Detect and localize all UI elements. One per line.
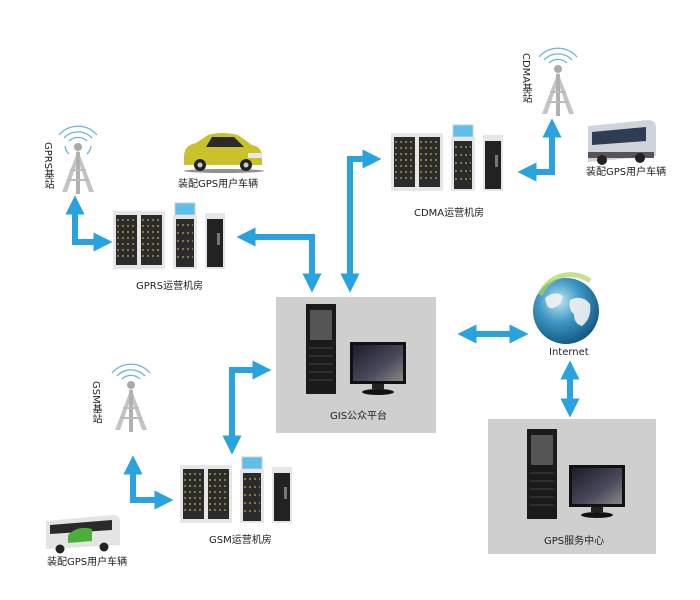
arrow-gsm-station-room (123, 455, 174, 510)
gprs-station-label: GPRS基站 (42, 142, 53, 190)
gsm-room-label: GSM运营机房 (209, 535, 272, 546)
gsm-station-label: GSM基站 (90, 381, 101, 424)
arrow-gprs-station-room (65, 195, 113, 252)
internet-label: Internet (549, 347, 589, 358)
car-icon (184, 133, 264, 173)
cell-tower-icon (111, 363, 151, 432)
server-monitor-icon (527, 429, 625, 519)
server-rack-icon (180, 456, 292, 523)
arrows (65, 118, 580, 510)
arrow-cdma-room-gis (340, 149, 382, 293)
cdma-vehicle-label: 装配GPS用户车辆 (586, 167, 667, 178)
cell-tower-icon (58, 125, 98, 194)
arrow-gprs-room-gis (236, 227, 322, 293)
arrow-gsm-room-gis (222, 360, 272, 455)
cdma-station-label: CDMA基站 (520, 53, 531, 104)
cdma-room-label: CDMA运营机房 (414, 208, 485, 219)
server-rack-icon (391, 124, 503, 191)
gis-platform-label: GIS公众平台 (330, 411, 388, 422)
cell-tower-icon (538, 47, 578, 116)
gsm-vehicle-label: 装配GPS用户车辆 (47, 557, 128, 568)
server-rack-icon (113, 202, 225, 269)
bus-icon (46, 515, 120, 554)
bus-icon (588, 120, 656, 165)
gprs-vehicle-label: 装配GPS用户车辆 (178, 179, 259, 190)
arrow-cdma-station-room (517, 118, 562, 182)
server-monitor-icon (306, 304, 406, 395)
gps-center-label: GPS服务中心 (544, 536, 605, 547)
gprs-room-label: GPRS运营机房 (136, 281, 204, 292)
globe-icon (533, 272, 599, 344)
